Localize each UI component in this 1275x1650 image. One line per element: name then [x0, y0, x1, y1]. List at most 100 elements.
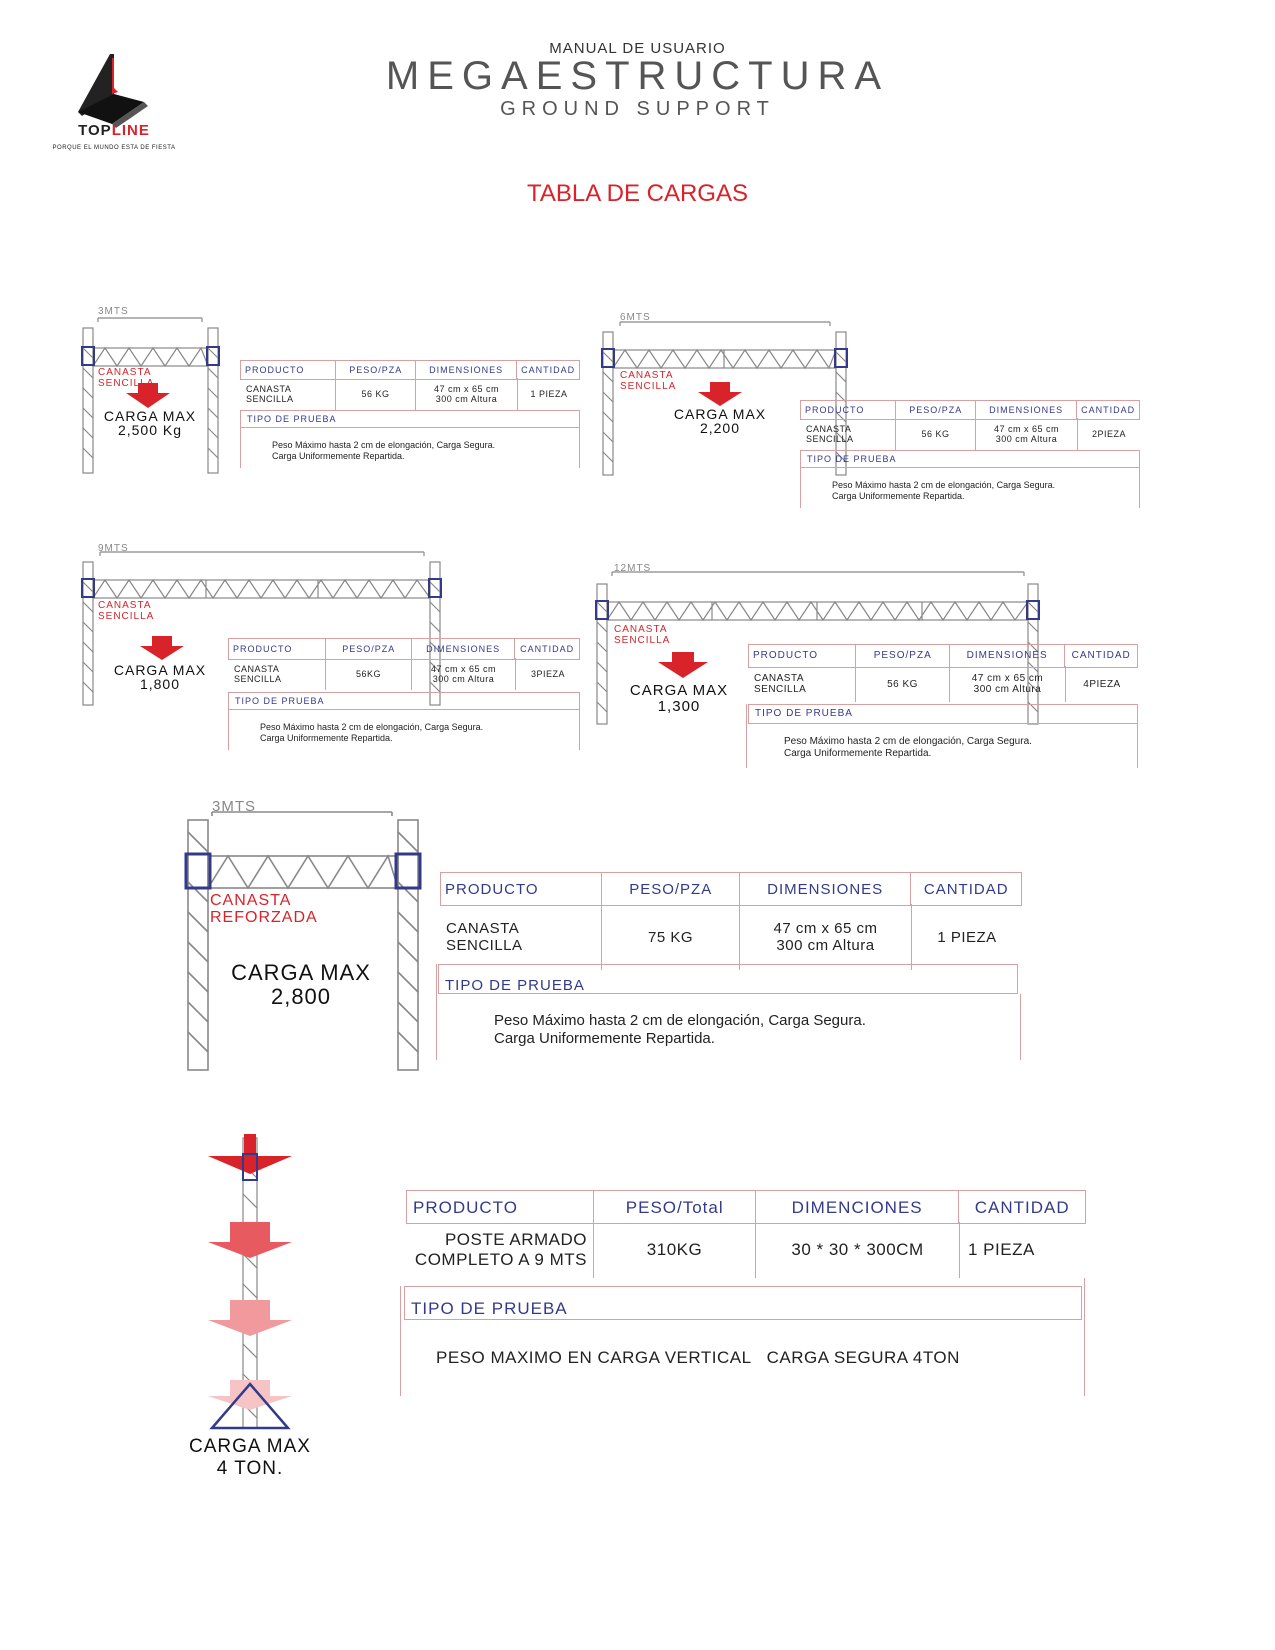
cell-peso: 56KG [326, 658, 412, 690]
header-producto: PRODUCTO [441, 873, 603, 905]
poste-carga-max: CARGA MAX 4 TON. [189, 1436, 311, 1479]
table-rule [746, 704, 747, 768]
canasta-label: CANASTA SENCILLA [98, 600, 155, 622]
table-rule [400, 1286, 401, 1396]
header-peso: PESO/PZA [336, 361, 416, 379]
truss-3mts-diagram [81, 317, 220, 474]
cell-cantidad: 1 PIEZA [530, 389, 568, 399]
logo-tagline: PORQUE EL MUNDO ESTA DE FIESTA [52, 145, 176, 151]
header-cantidad: CANTIDAD [521, 365, 576, 375]
header-producto: PRODUCTO [407, 1191, 595, 1223]
cell-dimensiones: 47 cm x 65 cm 300 cm Altura [976, 418, 1078, 450]
carga-max-value: 2,500 Kg [117, 422, 183, 438]
table-rule [579, 710, 580, 750]
tipo-prueba: TIPO DE PRUEBA [800, 450, 1140, 468]
header-dimensiones: DIMENSIONES [416, 361, 518, 379]
truss-6mts-diagram [601, 321, 848, 476]
header-peso: PESO/PZA [602, 873, 740, 905]
cell-producto: POSTE ARMADO COMPLETO A 9 MTS [374, 1222, 594, 1278]
cell-cantidad: 1 PIEZA [968, 1240, 1035, 1259]
cell-producto: CANASTA SENCILLA [748, 666, 856, 702]
prueba-desc: Peso Máximo hasta 2 cm de elongación, Ca… [272, 440, 496, 461]
load-table: PRODUCTO PESO/PZA DIMENSIONES CANTIDAD C… [746, 644, 1138, 768]
cell-producto: CANASTA SENCILLA [800, 418, 896, 450]
table-rule [1020, 994, 1021, 1060]
span-label: 6MTS [620, 312, 651, 323]
cell-dimensiones: 47 cm x 65 cm 300 cm Altura [412, 658, 516, 690]
canasta-label: CANASTA REFORZADA [210, 892, 318, 926]
carga-max-label: CARGA MAX [673, 406, 767, 422]
cell-peso: 75 KG [602, 904, 740, 970]
header-producto: PRODUCTO [229, 639, 327, 659]
header-producto: PRODUCTO [241, 361, 337, 379]
table-rule [1084, 1278, 1085, 1396]
header-dimensiones: DIMENSIONES [740, 873, 912, 905]
table-rule [1137, 724, 1138, 768]
header-peso: PESO/PZA [326, 639, 412, 659]
load-table: PRODUCTO PESO/PZA DIMENSIONES CANTIDAD C… [228, 638, 580, 750]
cell-cantidad: 3PIEZA [530, 669, 565, 679]
span-label: 9MTS [98, 543, 129, 554]
table-rule [1139, 468, 1140, 508]
topline-logo [78, 54, 148, 128]
canasta-label: CANASTA SENCILLA [614, 624, 671, 646]
table-rule [579, 428, 580, 468]
carga-max-value: 1,800 [139, 676, 181, 692]
cell-producto: CANASTA SENCILLA [440, 904, 602, 970]
prueba-desc: PESO MAXIMO EN CARGA VERTICAL CARGA SEGU… [436, 1348, 960, 1367]
tipo-prueba: TIPO DE PRUEBA [240, 410, 580, 428]
poste-diagram [208, 1134, 292, 1430]
header-dimensiones: DIMENSIONES [412, 639, 516, 659]
header-dimensiones: DIMENSIONES [976, 401, 1078, 419]
prueba-desc: Peso Máximo hasta 2 cm de elongación, Ca… [784, 736, 1032, 759]
cell-dimenciones: 30 * 30 * 300CM [756, 1222, 960, 1278]
canasta-label: CANASTA SENCILLA [620, 370, 677, 392]
header-cantidad: CANTIDAD [1071, 650, 1131, 661]
logo-name: TOPLINE [78, 122, 150, 139]
tipo-prueba: TIPO DE PRUEBA [438, 964, 1018, 994]
table-rule [240, 410, 241, 468]
cell-cantidad: 1 PIEZA [937, 928, 997, 946]
page-title: TABLA DE CARGAS [527, 180, 748, 207]
cell-peso: 56 KG [896, 418, 976, 450]
span-label: 12MTS [614, 563, 652, 574]
manual-label: MANUAL DE USUARIO [549, 40, 726, 57]
document-title: MEGAESTRUCTURA [385, 54, 890, 98]
truss-12mts-diagram [595, 571, 1040, 725]
prueba-desc: Peso Máximo hasta 2 cm de elongación, Ca… [260, 722, 484, 743]
header-dimensiones: DIMENSIONES [950, 645, 1066, 667]
span-label: 3MTS [98, 306, 129, 317]
document-subtitle: GROUND SUPPORT [500, 98, 775, 120]
cell-cantidad: 2PIEZA [1091, 429, 1126, 439]
load-table: PRODUCTO PESO/PZA DIMENSIONES CANTIDAD C… [436, 872, 1022, 1060]
cell-producto: CANASTA SENCILLA [228, 658, 326, 690]
cell-dimensiones: 47 cm x 65 cm 300 cm Altura [740, 904, 912, 970]
header-cantidad: CANTIDAD [974, 1198, 1070, 1217]
cell-peso: 56 KG [336, 378, 416, 410]
cell-cantidad: 4PIEZA [1083, 678, 1121, 690]
carga-max-label: CARGA MAX [231, 960, 371, 985]
header-producto: PRODUCTO [801, 401, 897, 419]
carga-max-label: CARGA MAX [103, 408, 197, 424]
tipo-prueba: TIPO DE PRUEBA [748, 704, 1138, 724]
header-peso-total: PESO/Total [594, 1191, 756, 1223]
header-producto: PRODUCTO [749, 645, 857, 667]
carga-max-value: 2,800 [270, 984, 332, 1009]
load-table: PRODUCTO PESO/PZA DIMENSIONES CANTIDAD C… [240, 360, 580, 470]
table-rule [228, 692, 229, 750]
header-peso: PESO/PZA [896, 401, 976, 419]
span-label: 3MTS [212, 798, 257, 815]
prueba-desc: Peso Máximo hasta 2 cm de elongación, Ca… [494, 1012, 866, 1047]
tipo-prueba: TIPO DE PRUEBA [228, 692, 580, 710]
header-cantidad: CANTIDAD [923, 881, 1009, 898]
truss-reforzada-diagram [184, 811, 422, 1071]
header-cantidad: CANTIDAD [1081, 405, 1136, 415]
cell-dimensiones: 47 cm x 65 cm 300 cm Altura [950, 666, 1066, 702]
cell-peso: 56 KG [856, 666, 950, 702]
carga-max-value: 2,200 [699, 420, 741, 436]
cell-dimensiones: 47 cm x 65 cm 300 cm Altura [416, 378, 518, 410]
cell-peso: 310KG [594, 1222, 756, 1278]
truss-9mts-diagram [81, 551, 442, 706]
header-cantidad: CANTIDAD [520, 644, 575, 654]
header-peso: PESO/PZA [856, 645, 950, 667]
